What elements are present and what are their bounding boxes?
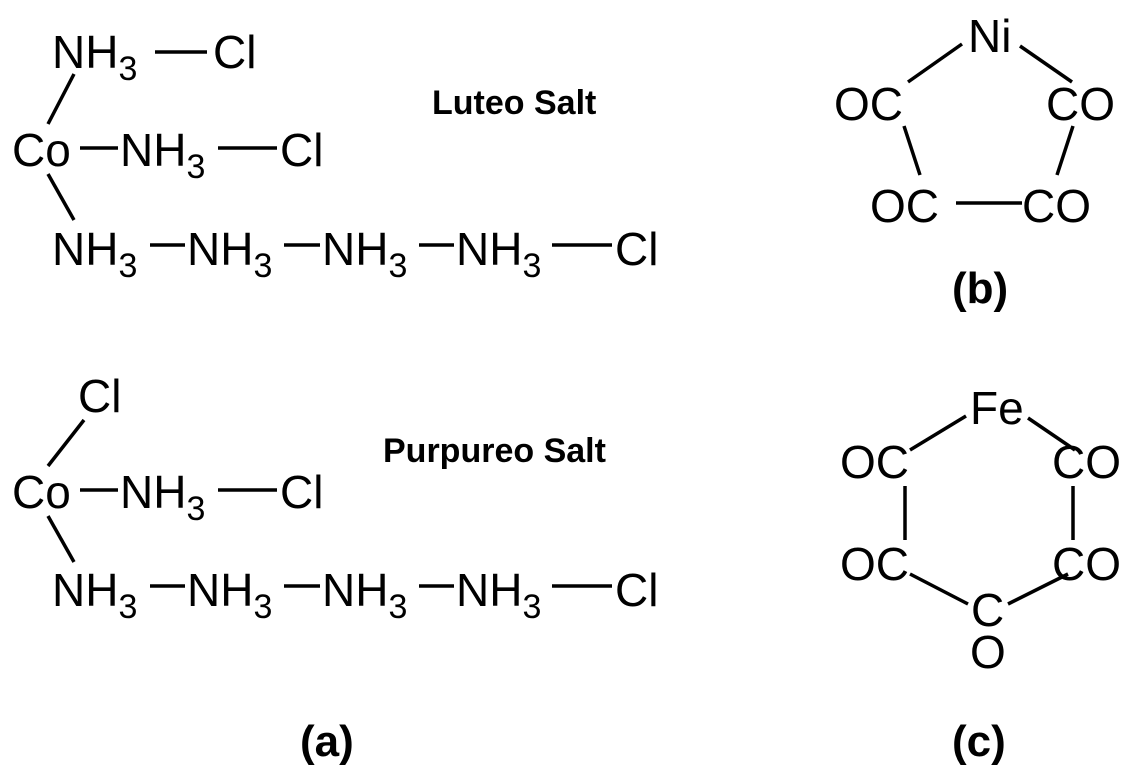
luteo-chain-nh3-2: NH3: [187, 223, 272, 285]
iron-carbonyl-ring: Fe OC CO OC CO C O: [840, 382, 1121, 678]
luteo-bond-co-chain: [46, 173, 76, 221]
fe-bond-lower-left: [909, 572, 969, 606]
ni-oc-lower-left: OC: [870, 180, 939, 232]
ni-bond-right: [1019, 44, 1073, 84]
caption-c: (c): [952, 717, 1006, 766]
ni-bond-left: [906, 42, 964, 84]
purpureo-cl-mid: Cl: [280, 466, 323, 518]
purpureo-chain-cl: Cl: [615, 564, 658, 616]
luteo-cl-top: Cl: [213, 26, 256, 78]
purpureo-bond-co-chain: [46, 515, 76, 563]
fe-co-lower-right: CO: [1052, 538, 1121, 590]
fe-oc-upper-left: OC: [840, 436, 909, 488]
luteo-chain-nh3-4: NH3: [456, 223, 541, 285]
purpureo-chain-nh3-4: NH3: [456, 564, 541, 626]
purpureo-chain-nh3-3: NH3: [322, 564, 407, 626]
fe-bond-lower-right: [1007, 572, 1069, 606]
luteo-bond-co-nh3-top: [46, 73, 76, 125]
fe-bond-left: [909, 414, 967, 452]
luteo-cl-mid: Cl: [280, 124, 323, 176]
fe-bottom-oxygen: O: [970, 626, 1006, 678]
luteo-chain-cl: Cl: [615, 223, 658, 275]
caption-a: (a): [300, 717, 354, 766]
purpureo-nh3-mid: NH3: [120, 466, 205, 528]
ni-bond-left-down: [902, 125, 922, 176]
purpureo-chain-nh3-1: NH3: [52, 564, 137, 626]
ni-oc-upper-left: OC: [834, 78, 903, 130]
luteo-salt-label: Luteo Salt: [432, 84, 596, 122]
fe-co-upper-right: CO: [1052, 436, 1121, 488]
nickel-atom: Ni: [968, 10, 1011, 62]
ni-co-lower-right: CO: [1022, 180, 1091, 232]
luteo-nh3-mid: NH3: [120, 124, 205, 186]
fe-bond-right: [1027, 416, 1076, 452]
fe-bottom-carbon: C: [971, 584, 1004, 636]
nickel-carbonyl-ring: Ni OC CO OC CO: [834, 10, 1115, 232]
luteo-chain-nh3-3: NH3: [322, 223, 407, 285]
purpureo-salt-structure: Cl Co NH3 Cl NH3 NH3 NH3 NH3 Cl Purpureo…: [12, 370, 658, 626]
luteo-chain-nh3-1: NH3: [52, 223, 137, 285]
ni-co-upper-right: CO: [1046, 78, 1115, 130]
purpureo-salt-label: Purpureo Salt: [383, 432, 606, 470]
purpureo-cl-top: Cl: [78, 370, 121, 422]
caption-b: (b): [952, 264, 1008, 313]
purpureo-chain-nh3-2: NH3: [187, 564, 272, 626]
luteo-salt-structure: NH3 Cl Co NH3 Cl NH3 NH3 NH3 NH3 Cl Lute…: [12, 26, 658, 285]
purpureo-bond-co-cl-top: [46, 418, 86, 468]
iron-atom: Fe: [970, 382, 1024, 434]
purpureo-cobalt: Co: [12, 466, 71, 518]
fe-oc-lower-left: OC: [840, 538, 909, 590]
ni-bond-right-down: [1055, 125, 1075, 176]
luteo-nh3-top: NH3: [52, 26, 137, 88]
luteo-cobalt: Co: [12, 124, 71, 176]
